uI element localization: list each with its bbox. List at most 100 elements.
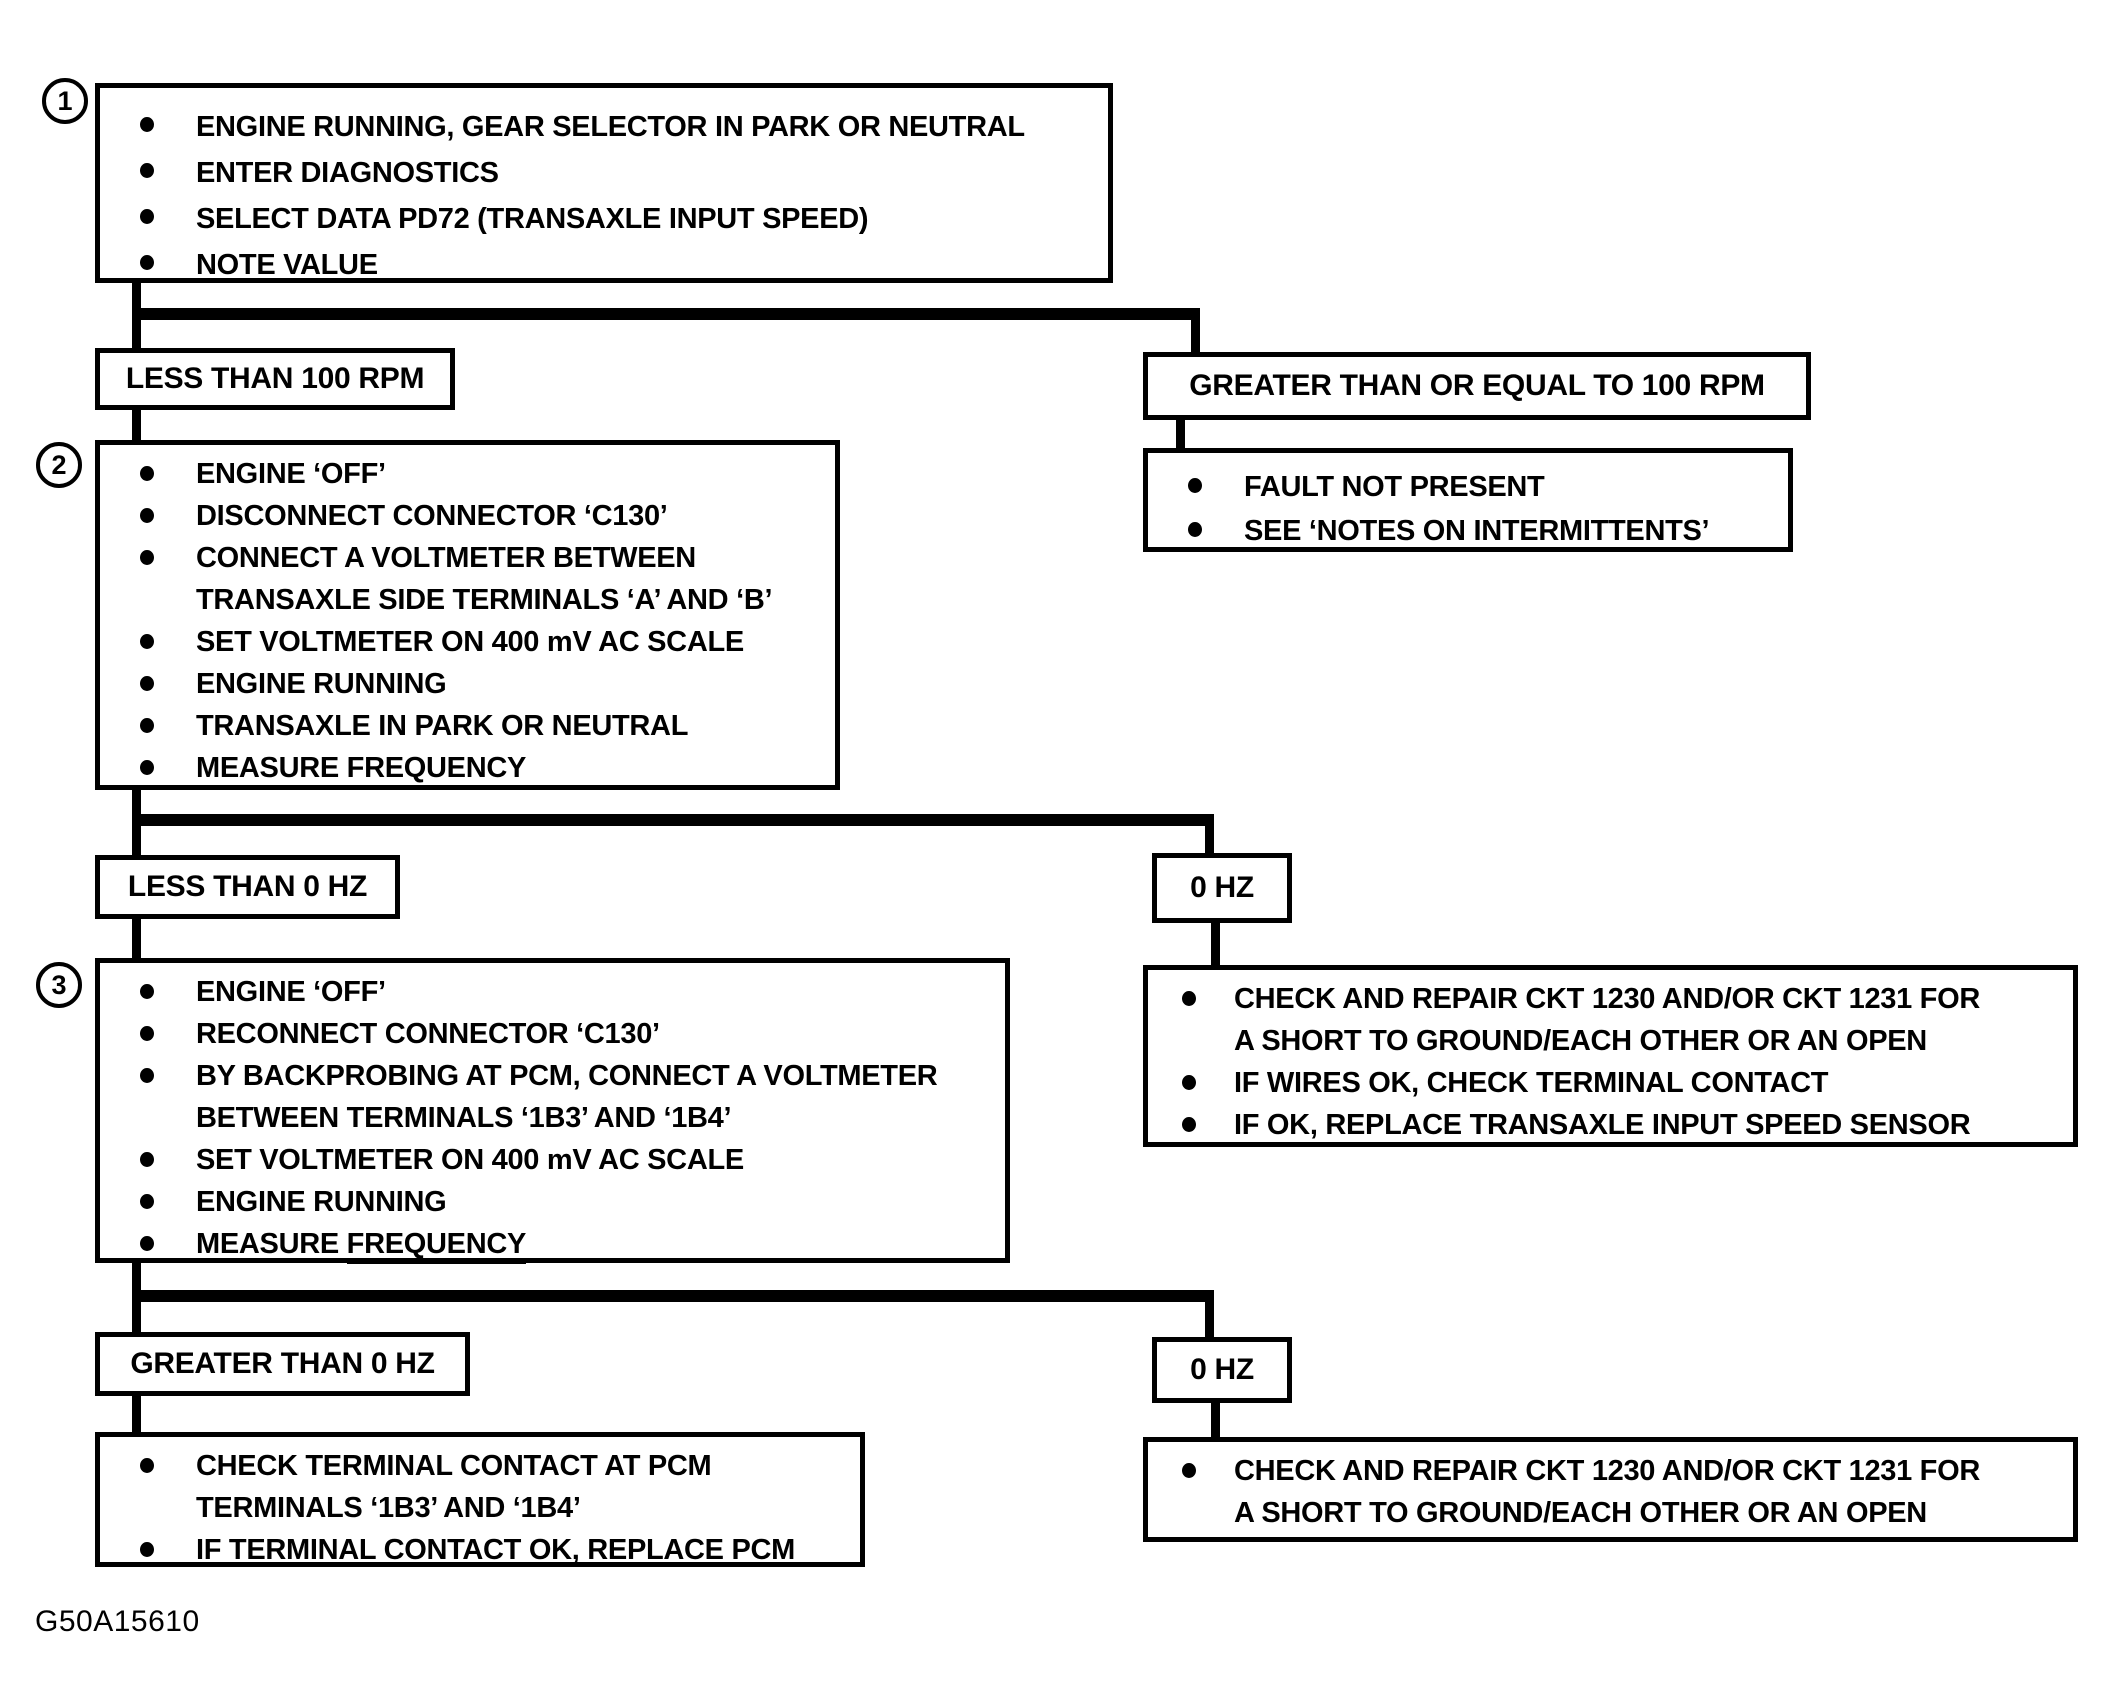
bullet-icon <box>140 209 154 224</box>
outcome-pcm-terminal-box: CHECK TERMINAL CONTACT AT PCM TERMINALS … <box>95 1432 865 1567</box>
list-item: DISCONNECT CONNECTOR ‘C130’ <box>140 495 835 537</box>
step2-item-text: ENGINE RUNNING <box>196 668 447 700</box>
step1-item-text: SELECT DATA PD72 (TRANSAXLE INPUT SPEED) <box>196 203 869 235</box>
step1-box: ENGINE RUNNING, GEAR SELECTOR IN PARK OR… <box>95 83 1113 283</box>
step3-item-list: ENGINE ‘OFF’ RECONNECT CONNECTOR ‘C130’ … <box>100 963 1005 1265</box>
figure-code-label: G50A15610 <box>35 1605 200 1638</box>
bullet-icon <box>140 255 154 270</box>
bullet-icon <box>1188 478 1202 493</box>
connector-branch1-bar <box>132 308 1200 320</box>
list-item: BY BACKPROBING AT PCM, CONNECT A VOLTMET… <box>140 1055 1005 1139</box>
list-item: ENGINE ‘OFF’ <box>140 971 1005 1013</box>
step2-item-text: TRANSAXLE IN PARK OR NEUTRAL <box>196 710 689 742</box>
step3-item-text: ENGINE RUNNING <box>196 1186 447 1218</box>
list-item: RECONNECT CONNECTOR ‘C130’ <box>140 1013 1005 1055</box>
list-item: SEE ‘NOTES ON INTERMITTENTS’ <box>1188 509 1788 553</box>
outcome-check-repair-wiring-box: CHECK AND REPAIR CKT 1230 AND/OR CKT 123… <box>1143 1437 2078 1542</box>
list-item: MEASURE FREQUENCY <box>140 1223 1005 1265</box>
list-item: SET VOLTMETER ON 400 mV AC SCALE <box>140 1139 1005 1181</box>
step1-item-text: ENTER DIAGNOSTICS <box>196 157 499 189</box>
list-item: IF TERMINAL CONTACT OK, REPLACE PCM <box>140 1529 860 1571</box>
step1-number-badge: 1 <box>42 78 88 124</box>
step3-item-text: BY BACKPROBING AT PCM, CONNECT A VOLTMET… <box>196 1060 938 1134</box>
step2-number: 2 <box>51 449 67 480</box>
list-item: IF OK, REPLACE TRANSAXLE INPUT SPEED SEN… <box>1182 1104 2073 1146</box>
step3-box: ENGINE ‘OFF’ RECONNECT CONNECTOR ‘C130’ … <box>95 958 1010 1265</box>
bullet-icon <box>1182 1117 1196 1132</box>
outcome-item-text: IF WIRES OK, CHECK TERMINAL CONTACT <box>1234 1067 1829 1099</box>
step2-item-text: DISCONNECT CONNECTOR ‘C130’ <box>196 500 668 532</box>
list-item: CHECK AND REPAIR CKT 1230 AND/OR CKT 123… <box>1182 978 2073 1062</box>
outcome-item-text: CHECK TERMINAL CONTACT AT PCM TERMINALS … <box>196 1450 712 1524</box>
bullet-icon <box>140 1026 154 1041</box>
list-item: ENGINE RUNNING <box>140 663 835 705</box>
step3-item-text: MEASURE FREQUENCY <box>196 1223 526 1265</box>
step1-number: 1 <box>57 85 73 116</box>
connector-0hz1-to-outcome <box>1211 921 1220 969</box>
bullet-icon <box>140 676 154 691</box>
bullet-icon <box>140 550 154 565</box>
step3-item-text-prefix: MEASURE <box>196 1228 347 1260</box>
branch-label-text: LESS THAN 100 RPM <box>125 362 425 395</box>
step2-item-list: ENGINE ‘OFF’ DISCONNECT CONNECTOR ‘C130’… <box>100 445 835 789</box>
connector-branch2-bar <box>132 814 1214 826</box>
step1-item-text: NOTE VALUE <box>196 249 378 281</box>
step3-item-text-underlined: FREQUENCY <box>346 1228 526 1264</box>
branch-label-0-hz-2: 0 HZ <box>1152 1337 1292 1403</box>
bullet-icon <box>140 1152 154 1167</box>
outcome-item-text: IF OK, REPLACE TRANSAXLE INPUT SPEED SEN… <box>1234 1109 1971 1141</box>
step3-number-badge: 3 <box>36 962 82 1008</box>
bullet-icon <box>140 1458 154 1473</box>
branch-label-less-than-0-hz: LESS THAN 0 HZ <box>95 855 400 919</box>
outcome-item-text: SEE ‘NOTES ON INTERMITTENTS’ <box>1244 515 1710 547</box>
bullet-icon <box>140 634 154 649</box>
branch-label-less-than-100-rpm: LESS THAN 100 RPM <box>95 348 455 410</box>
list-item: ENTER DIAGNOSTICS <box>140 150 1108 196</box>
step2-box: ENGINE ‘OFF’ DISCONNECT CONNECTOR ‘C130’… <box>95 440 840 790</box>
branch-label-text: LESS THAN 0 HZ <box>127 870 368 903</box>
connector-branch1-right-down <box>1191 308 1200 356</box>
step2-item-text: CONNECT A VOLTMETER BETWEEN TRANSAXLE SI… <box>196 542 773 616</box>
list-item: IF WIRES OK, CHECK TERMINAL CONTACT <box>1182 1062 2073 1104</box>
branch-label-text: 0 HZ <box>1190 1353 1254 1386</box>
step2-item-text: ENGINE ‘OFF’ <box>196 458 386 490</box>
bullet-icon <box>140 760 154 775</box>
list-item: NOTE VALUE <box>140 242 1108 288</box>
step1-item-list: ENGINE RUNNING, GEAR SELECTOR IN PARK OR… <box>100 88 1108 288</box>
outcome-check-repair-sensor-box: CHECK AND REPAIR CKT 1230 AND/OR CKT 123… <box>1143 965 2078 1147</box>
step2-item-text-prefix: MEASURE <box>196 752 347 784</box>
bullet-icon <box>1182 1463 1196 1478</box>
bullet-icon <box>140 984 154 999</box>
outcome-item-text: FAULT NOT PRESENT <box>1244 471 1545 503</box>
outcome-item-text: CHECK AND REPAIR CKT 1230 AND/OR CKT 123… <box>1234 983 1980 1057</box>
list-item: CHECK TERMINAL CONTACT AT PCM TERMINALS … <box>140 1445 860 1529</box>
bullet-icon <box>140 163 154 178</box>
list-item: ENGINE RUNNING, GEAR SELECTOR IN PARK OR… <box>140 104 1108 150</box>
outcome-item-list: CHECK AND REPAIR CKT 1230 AND/OR CKT 123… <box>1148 1442 2073 1534</box>
branch-label-text: 0 HZ <box>1190 871 1254 904</box>
outcome-fault-not-present-box: FAULT NOT PRESENT SEE ‘NOTES ON INTERMIT… <box>1143 448 1793 552</box>
branch-label-text: GREATER THAN OR EQUAL TO 100 RPM <box>1189 369 1765 402</box>
bullet-icon <box>140 117 154 132</box>
list-item: FAULT NOT PRESENT <box>1188 465 1788 509</box>
outcome-item-text: CHECK AND REPAIR CKT 1230 AND/OR CKT 123… <box>1234 1455 1980 1529</box>
bullet-icon <box>140 508 154 523</box>
step1-item-text: ENGINE RUNNING, GEAR SELECTOR IN PARK OR… <box>196 111 1025 143</box>
bullet-icon <box>140 1068 154 1083</box>
bullet-icon <box>140 466 154 481</box>
bullet-icon <box>1188 522 1202 537</box>
bullet-icon <box>1182 991 1196 1006</box>
connector-less100-to-step2 <box>132 406 141 444</box>
step3-number: 3 <box>51 969 67 1000</box>
connector-branch2-right-down <box>1205 814 1214 857</box>
bullet-icon <box>140 718 154 733</box>
branch-label-0-hz-1: 0 HZ <box>1152 853 1292 923</box>
bullet-icon <box>1182 1075 1196 1090</box>
bullet-icon <box>140 1194 154 1209</box>
step2-item-text-underlined: FREQUENCY <box>346 752 526 788</box>
list-item: MEASURE FREQUENCY <box>140 747 835 789</box>
step3-item-text: ENGINE ‘OFF’ <box>196 976 386 1008</box>
list-item: CONNECT A VOLTMETER BETWEEN TRANSAXLE SI… <box>140 537 835 621</box>
bullet-icon <box>140 1236 154 1251</box>
